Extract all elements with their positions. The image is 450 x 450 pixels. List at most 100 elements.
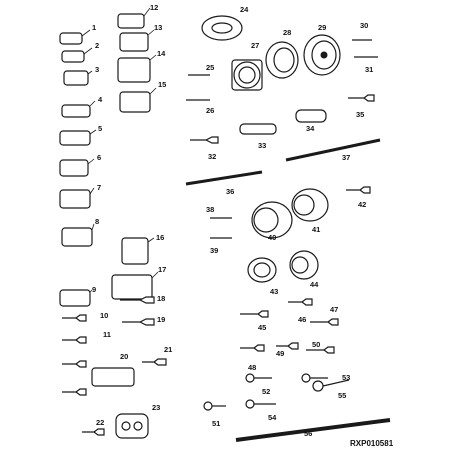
callout-8: 8 [95,217,99,226]
callout-40: 40 [268,233,276,242]
callout-25: 25 [206,63,214,72]
part-22-terminal [82,428,105,436]
callout-44: 44 [310,280,319,289]
callout-4: 4 [98,95,103,104]
callout-46: 46 [298,315,306,324]
part-8-connector-housing [61,223,95,247]
part-21-terminal [142,358,167,366]
callout-26: 26 [206,106,214,115]
part-43-spring [247,257,277,283]
callout-7: 7 [97,183,101,192]
part-41-circular-connector [291,188,329,222]
callout-29: 29 [318,23,326,32]
callout-17: 17 [158,265,166,274]
part-29-circular-connector [303,34,341,76]
callout-9: 9 [92,285,96,294]
part-11a-terminal [62,336,87,344]
callout-13: 13 [154,23,162,32]
callout-47: 47 [330,305,338,314]
callout-11: 11 [103,330,111,339]
part-36-tube [185,170,263,186]
part-49-terminal [276,342,299,350]
part-24-seal-ring [201,15,243,41]
part-37-tube [285,138,381,162]
callout-50: 50 [312,340,320,349]
part-15-connector-housing [119,87,157,113]
part-19-terminal [122,318,155,326]
part-6-connector-housing [59,158,95,177]
callout-24: 24 [240,5,249,14]
callout-42: 42 [358,200,366,209]
part-27-circular-connector [231,59,263,91]
callout-14: 14 [157,49,166,58]
part-14-connector-housing [117,54,157,83]
callout-54: 54 [268,413,277,422]
part-10a-terminal [62,314,87,322]
part-17-connector-housing [111,271,159,300]
part-23-connector-housing [115,413,149,439]
part-56-tube [235,418,391,442]
callout-36: 36 [226,187,234,196]
part-28-circular-connector [265,41,299,79]
part-50-terminal [306,346,335,354]
part-47-terminal [310,318,339,326]
part-20-connector-housing [91,367,135,387]
part-18-terminal [120,296,155,304]
figure-reference-code: RXP010581 [350,439,394,448]
part-9-connector-housing [59,289,93,307]
callout-37: 37 [342,153,350,162]
callout-2: 2 [95,41,99,50]
callout-12: 12 [150,3,158,12]
part-45-terminal [240,310,269,318]
part-34-sleeve [295,109,327,123]
callout-51: 51 [212,419,220,428]
callout-3: 3 [95,65,99,74]
callout-31: 31 [365,65,373,74]
part-44-circular-connector [289,250,319,280]
callout-16: 16 [156,233,164,242]
part-52-ring-terminal [245,373,272,383]
part-12-connector-housing [117,7,151,29]
part-1-connector-housing [59,29,91,45]
callout-33: 33 [258,141,266,150]
callout-27: 27 [251,41,259,50]
callout-53: 53 [342,373,350,382]
callout-10: 10 [100,311,108,320]
callout-55: 55 [338,391,346,400]
part-55-ring-terminal [312,379,350,392]
part-13-connector-housing [119,29,155,52]
callout-41: 41 [312,225,320,234]
callout-38: 38 [206,205,214,214]
part-11b-terminal [62,388,87,396]
part-40-circular-connector [251,201,293,239]
part-7-connector-housing [59,187,95,209]
callout-23: 23 [152,403,160,412]
callout-19: 19 [157,315,165,324]
callout-22: 22 [96,418,104,427]
part-33-sleeve [239,123,277,135]
callout-18: 18 [157,294,165,303]
callout-49: 49 [276,349,284,358]
callout-45: 45 [258,323,266,332]
callout-30: 30 [360,21,368,30]
part-4-connector-housing [61,100,96,118]
part-16-connector-housing [121,237,155,265]
part-10b-terminal [62,360,87,368]
part-51-ring-terminal [203,401,226,411]
callout-21: 21 [164,345,172,354]
part-54-ring-terminal [245,399,276,409]
callout-5: 5 [98,124,102,133]
callout-52: 52 [262,387,270,396]
callout-56: 56 [304,429,312,438]
part-53-ring-terminal [301,373,328,383]
callout-39: 39 [210,246,218,255]
callout-48: 48 [248,363,256,372]
callout-15: 15 [158,80,166,89]
callout-28: 28 [283,28,291,37]
part-48-terminal [240,344,265,352]
callout-35: 35 [356,110,364,119]
callout-43: 43 [270,287,278,296]
part-32-terminal [190,136,219,144]
callout-1: 1 [92,23,96,32]
